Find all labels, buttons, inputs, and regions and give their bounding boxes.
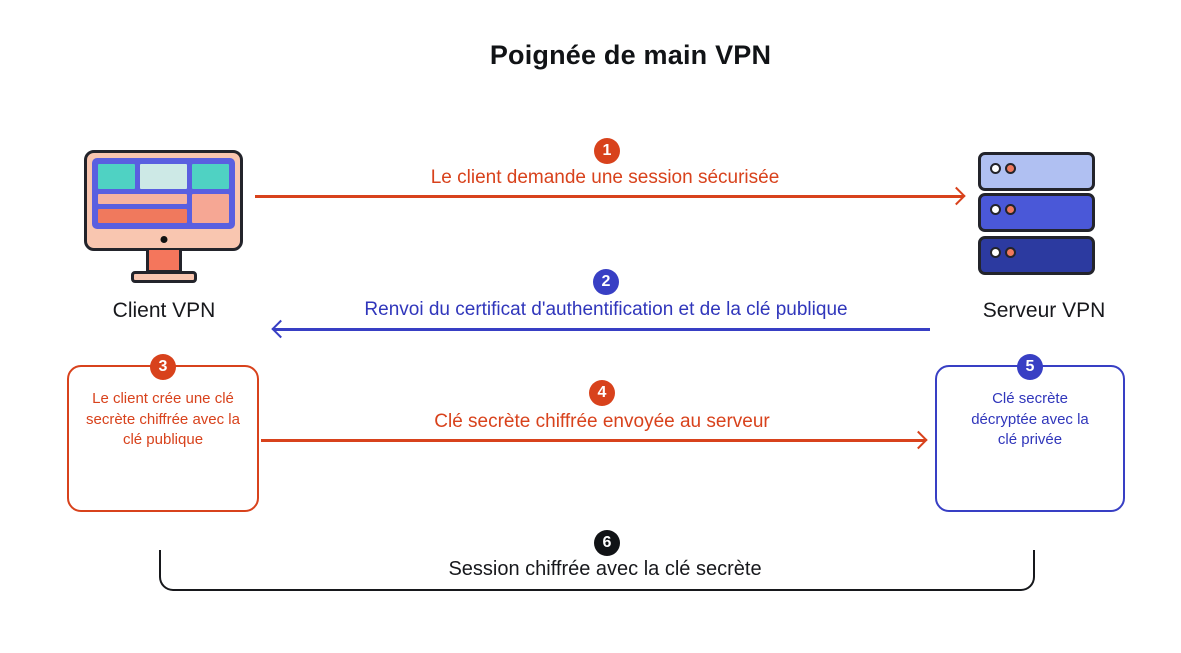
diagram-title: Poignée de main VPN	[489, 40, 772, 70]
step-1-arrow-right-icon	[255, 195, 963, 198]
screen-block-deep-salmon-bar	[98, 209, 187, 223]
step-5-text: Clé secrète décryptée avec la clé privée	[971, 390, 1089, 449]
monitor-stand-neck	[146, 250, 182, 273]
step-6-text: Session chiffrée avec la clé secrète	[448, 558, 762, 580]
monitor-camera-dot	[160, 236, 167, 243]
server-led-salmon	[1005, 204, 1016, 215]
screen-block-salmon-bar	[98, 193, 187, 205]
server-led-white	[990, 204, 1001, 215]
server-led-salmon	[1005, 247, 1016, 258]
server-stack-icon	[978, 152, 1095, 191]
step-1-badge: 1	[594, 138, 620, 164]
server-led-white	[990, 247, 1001, 258]
client-label: Client VPN	[112, 299, 216, 322]
screen-block-teal-1	[98, 164, 136, 189]
server-label: Serveur VPN	[982, 299, 1106, 322]
step-3-text: Le client crée une clé secrète chiffrée …	[86, 390, 240, 449]
step-2-badge: 2	[593, 269, 619, 295]
step-6-badge: 6	[594, 530, 620, 556]
step-2-text: Renvoi du certificat d'authentification …	[364, 299, 848, 320]
step-4-text: Clé secrète chiffrée envoyée au serveur	[434, 411, 770, 432]
step-3-box: 3 Le client crée une clé secrète chiffré…	[67, 354, 259, 512]
server-bar-3	[978, 236, 1095, 275]
step-4-badge: 4	[589, 380, 615, 406]
monitor-stand-base	[131, 271, 197, 283]
server-led-salmon	[1005, 163, 1016, 174]
step-5-badge: 5	[1017, 354, 1043, 380]
server-bar-2	[978, 193, 1095, 232]
screen-block-salmon-column	[191, 193, 229, 223]
step-5-box: 5 Clé secrète décryptée avec la clé priv…	[935, 354, 1125, 512]
monitor-screen	[92, 158, 235, 229]
step-4-arrow-right-icon	[261, 439, 925, 442]
screen-block-lightteal	[140, 164, 187, 189]
step-1-text: Le client demande une session sécurisée	[430, 167, 780, 188]
step-3-badge: 3	[150, 354, 176, 380]
step-2-arrow-left-icon	[274, 328, 930, 331]
screen-block-teal-2	[191, 164, 229, 189]
client-monitor-icon	[84, 150, 243, 251]
session-bracket-icon	[159, 550, 1035, 591]
server-led-white	[990, 163, 1001, 174]
